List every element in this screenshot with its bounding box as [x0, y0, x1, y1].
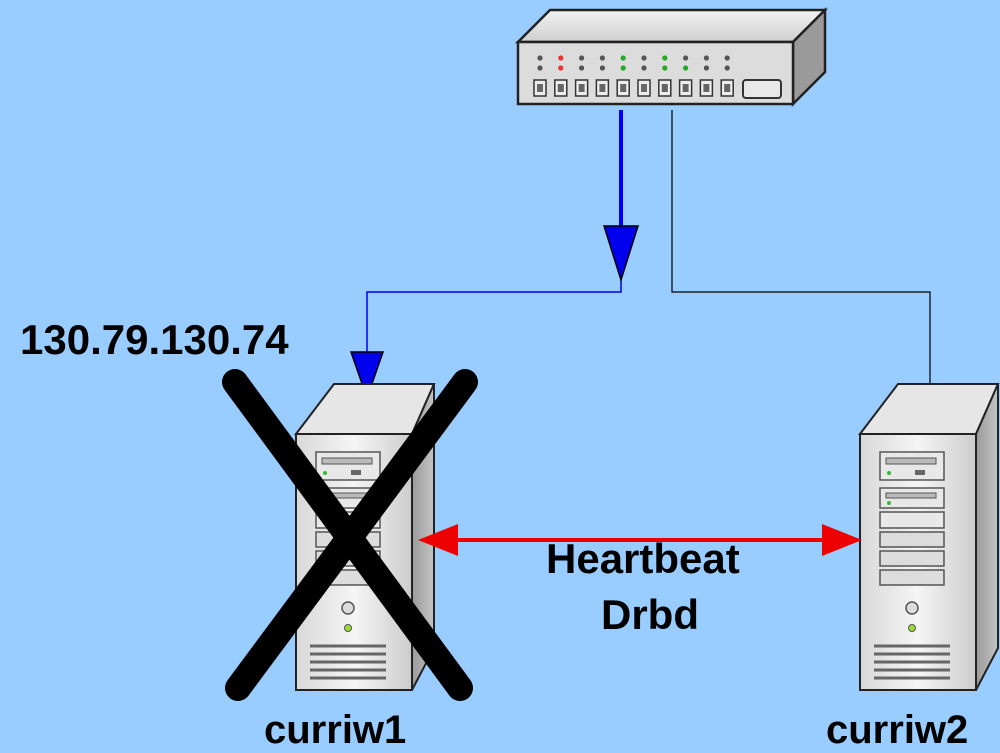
status-led: [703, 65, 710, 71]
status-led: [599, 55, 606, 61]
heartbeat-label: Heartbeat: [546, 535, 740, 582]
heartbeat-link: [418, 524, 862, 556]
network-port-socket: [641, 84, 647, 92]
network-port-socket: [599, 84, 606, 92]
status-led: [724, 65, 730, 71]
status-led: [579, 55, 585, 61]
status-led: [579, 65, 585, 71]
status-led: [683, 55, 689, 61]
status-led: [537, 55, 543, 61]
network-port-socket: [578, 84, 585, 92]
node-label-curriw1: curriw1: [264, 708, 407, 752]
status-led: [662, 55, 668, 61]
right-arrow-icon: [822, 524, 862, 556]
left-arrow-icon: [418, 524, 458, 556]
network-port-socket: [724, 84, 731, 92]
status-led: [703, 55, 710, 61]
failed-cross-icon: [222, 369, 478, 701]
server-tower-icon: [858, 382, 1000, 692]
network-port-socket: [682, 84, 689, 92]
ip-address-label: 130.79.130.74: [20, 316, 289, 363]
network-port-socket: [703, 84, 710, 92]
drbd-label: Drbd: [601, 591, 699, 638]
status-led: [641, 65, 647, 71]
status-led: [641, 55, 647, 61]
status-led: [683, 65, 689, 71]
status-led: [599, 65, 606, 71]
network-port-socket: [661, 84, 668, 92]
status-led: [537, 65, 543, 71]
down-arrow-icon: [349, 351, 385, 401]
active-link: [349, 110, 640, 401]
status-led: [662, 65, 668, 71]
status-led: [558, 55, 564, 61]
down-arrow-icon: [602, 225, 640, 283]
status-led: [724, 55, 730, 61]
status-led: [558, 65, 564, 71]
network-port-socket: [557, 84, 564, 92]
network-port-socket: [620, 84, 627, 92]
node-label-curriw2: curriw2: [826, 708, 969, 752]
network-switch-icon: [514, 6, 829, 108]
network-port-socket: [537, 84, 543, 92]
status-led: [620, 55, 626, 61]
status-led: [620, 65, 626, 71]
standby-link: [671, 110, 931, 402]
